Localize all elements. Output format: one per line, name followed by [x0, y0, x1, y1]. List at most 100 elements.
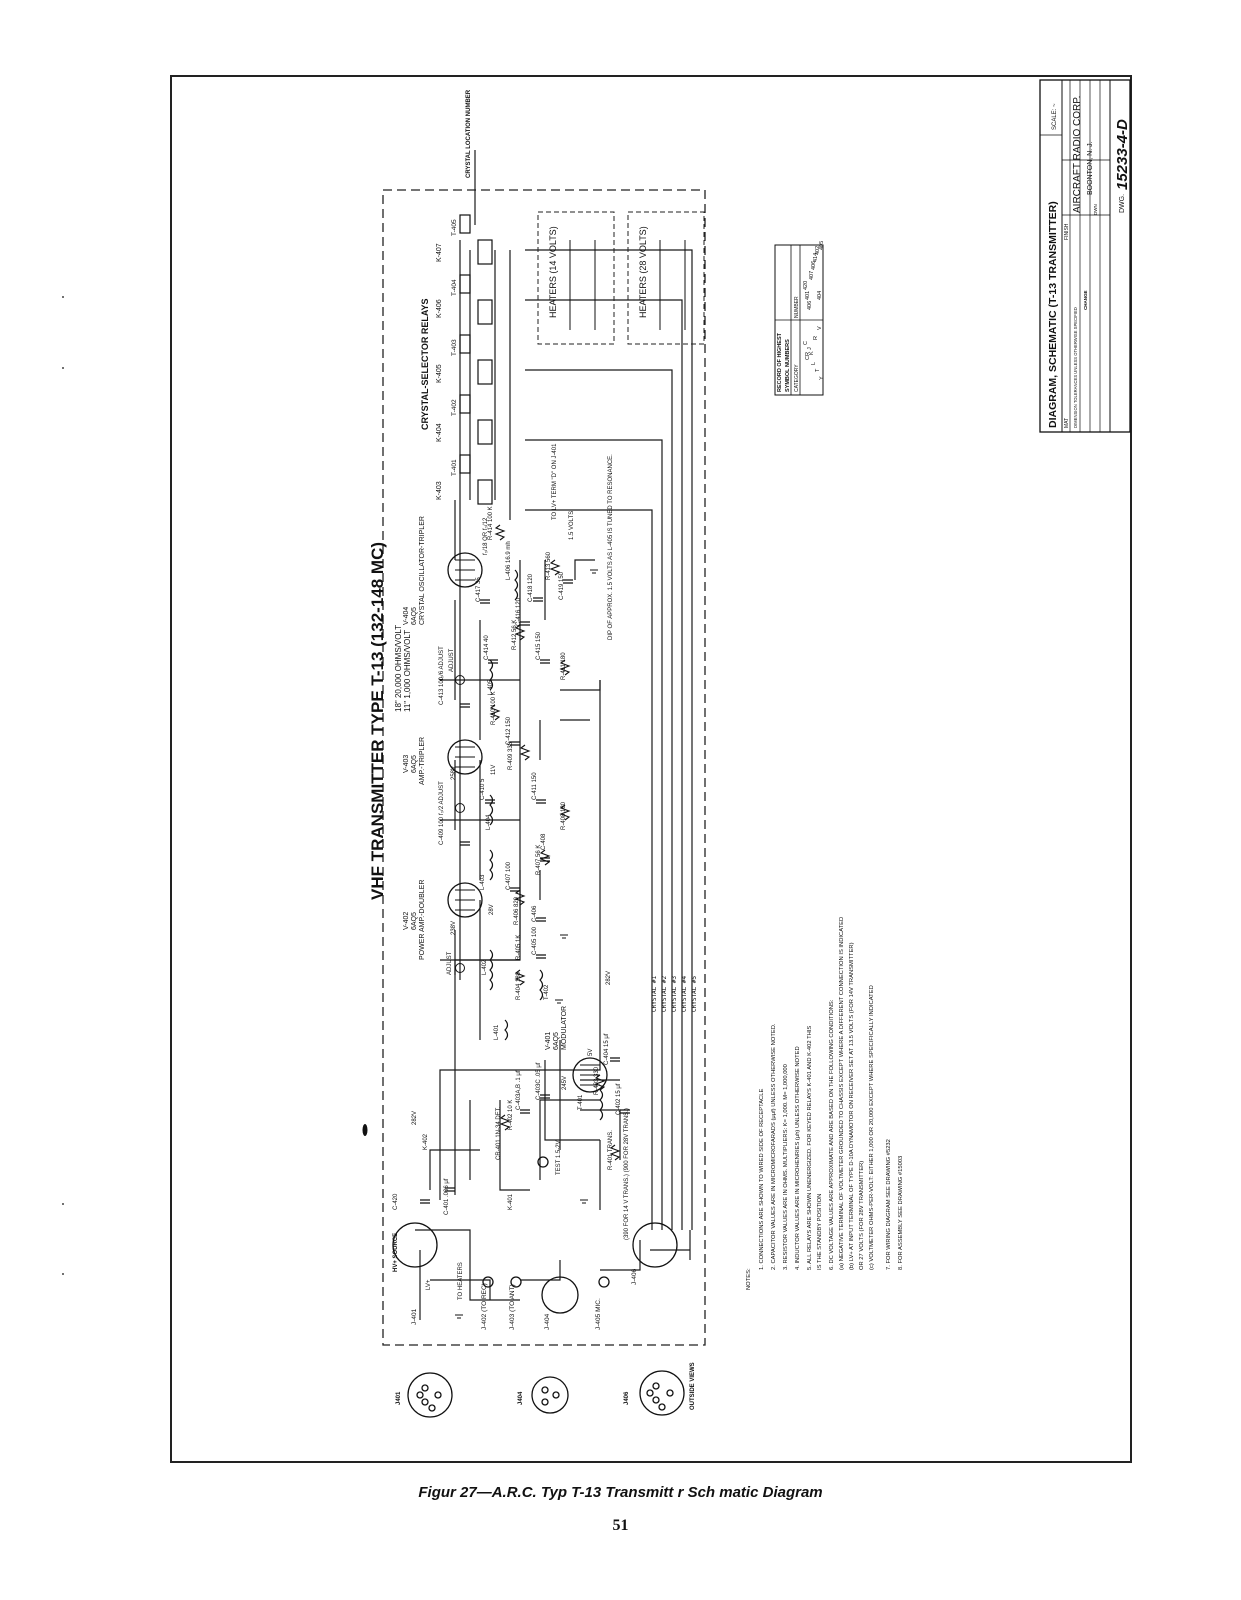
resistor-r408 [559, 804, 571, 821]
title-block-tolerance: DIMENSION TOLERANCES UNLESS OTHERWISE SP… [1073, 307, 1078, 428]
label-r408: R-408 180 [561, 801, 567, 830]
voltage-labels: 282V 238V 28V 258V 11V 282V 245V 5V [412, 765, 612, 1125]
adjust-label-0: ADJUST [447, 951, 453, 975]
label-t401: T-401 [578, 1094, 584, 1110]
relay-k405-coil [477, 359, 493, 385]
label-r412: R-412 56 K [512, 620, 518, 650]
tube-v401-label-2: 6AQ5 [553, 1032, 560, 1050]
figure-caption: Figur 27—A.R.C. Typ T-13 Transmitt r Sch… [418, 1484, 823, 1501]
connector-j401-symbol [392, 1222, 438, 1268]
label-c418: C-418 120 [528, 573, 534, 602]
label-c409: C-409 100 [439, 816, 445, 845]
label-r410: R-410 100 K [491, 691, 497, 725]
outside-view-j404-label: J404 [518, 1391, 524, 1405]
tube-v403-label-2: 6AQ5 [411, 755, 418, 773]
meter-note-2: 11" 1,000 OHMS/VOLT [403, 630, 412, 712]
resistor-r404 [514, 969, 526, 986]
tube-v403: V-403 6AQ5 AMP.-TRIPLER [403, 737, 483, 785]
title-block-scale: SCALE: ~ [1052, 103, 1058, 130]
record-num-6: 402 [815, 246, 821, 255]
label-l403: L-403 [480, 874, 486, 890]
coil-l403 [489, 849, 494, 881]
crystal-t403-label: T-403 [451, 339, 458, 356]
label-r401: R-401 TRANS. [608, 1130, 614, 1170]
record-table: RECORD OF HIGHEST SYMBOL NUMBERS CATEGOR… [774, 241, 825, 396]
ink-mark [362, 1124, 368, 1136]
label-r411: R-411 180 [561, 652, 567, 680]
coil-l405 [489, 659, 494, 691]
title-block-change: CHANGE [1083, 290, 1088, 310]
tube-v404-label-2: 6AQ5 [411, 607, 418, 625]
label-test: TEST 1.5-2V [556, 1140, 562, 1175]
adjust-knob-icon [455, 803, 465, 813]
label-r414: R-414 100 K [488, 506, 494, 540]
connector-symbols [392, 1156, 678, 1314]
resistor-r409 [519, 744, 531, 761]
page-number: 51 [612, 1517, 629, 1534]
label-c408: C-408 [541, 833, 547, 850]
tube-v404-grid [455, 559, 475, 581]
tube-v402-grid [455, 889, 475, 911]
title-block-title: DIAGRAM, SCHEMATIC (T-13 TRANSMITTER) [1047, 201, 1059, 428]
note-6b2: OR 27 VOLTS (FOR 28V TRANSMITTER) [859, 1161, 865, 1270]
connector-j404-label: J-404 [544, 1313, 551, 1330]
cap-c408 [540, 857, 550, 862]
note-6b: (b) LV+ AT INPUT TERMINAL OF TYPE D-10A … [849, 942, 855, 1270]
tube-v402-label-2: 6AQ5 [411, 912, 418, 930]
note-5b: IS THE STANDBY POSITION [817, 1194, 823, 1270]
tube-v403-label-3: AMP.-TRIPLER [419, 737, 426, 785]
record-cat-0: C [803, 341, 809, 345]
tube-v404-envelope [447, 552, 483, 588]
coil-l406 [514, 569, 519, 601]
hv-source-label: HV+ SOURCE [393, 1233, 399, 1272]
crystal-t405-label: T-405 [451, 219, 458, 236]
cap-c417 [480, 599, 490, 604]
cap-c403c [540, 1094, 550, 1099]
voltage-1: 238V [451, 921, 457, 935]
lv-label: LV+ [426, 1279, 432, 1290]
voltage-3: 258V [451, 766, 457, 780]
tube-v403-grid [455, 746, 475, 768]
note-6c: (c) VOLTMETER OHMS-PER-VOLT: EITHER 1,00… [869, 985, 875, 1270]
label-k401: K-401 [508, 1193, 514, 1210]
note-2: 2. CAPACITOR VALUES ARE IN MICROMICROFAR… [771, 1023, 777, 1270]
resistor-r401 [609, 1144, 621, 1161]
voltage-5: 282V [606, 971, 612, 985]
crystal-t401-symbol [459, 454, 471, 474]
crystal-line-4: CRYSTAL #4 [681, 975, 688, 1012]
crystal-t405-symbol [459, 214, 471, 234]
tube-v402-envelope [447, 882, 483, 918]
tube-v402: V-402 6AQ5 POWER AMP.-DOUBLER [403, 880, 483, 960]
relay-stack [459, 214, 493, 505]
resistor-r406 [514, 889, 526, 906]
general-notes: NOTES: 1. CONNECTIONS ARE SHOWN TO WIRED… [746, 917, 904, 1290]
tube-v403-envelope [447, 739, 483, 775]
label-l405: L-405 [488, 679, 494, 695]
adjust-label-3: f₀/2 ADJUST [439, 781, 445, 815]
cap-c410 [485, 799, 495, 804]
outside-views [407, 1370, 685, 1418]
record-cat-8: Y [819, 376, 825, 380]
label-c420: C-420 [393, 1193, 399, 1210]
record-header-1: RECORD OF HIGHEST [777, 332, 783, 392]
crystal-line-2: CRYSTAL #2 [661, 975, 668, 1012]
relay-k403-coil [477, 479, 493, 505]
crystal-t404-label: T-404 [451, 279, 458, 296]
cap-c413 [460, 703, 470, 708]
title-block-company: AIRCRAFT RADIO CORP. [1072, 96, 1083, 213]
label-r407: R-407 56 K [536, 845, 542, 875]
note-5: 5. ALL RELAYS ARE SHOWN UNENERGIZED. FOR… [807, 1026, 813, 1270]
voltage-2: 28V [489, 904, 495, 915]
connector-j405-symbol [598, 1276, 610, 1288]
notes-header: NOTES: [746, 1268, 752, 1290]
relay-k407-coil [477, 239, 493, 265]
component-labels: C-420 K-402 K-401 C-401 .006 μf L-401 L-… [393, 506, 630, 1240]
label-c404: C-404 15 μf [604, 1033, 610, 1065]
voltage-6: 245V [562, 1076, 568, 1090]
relay-k407-label: K-407 [436, 243, 443, 262]
record-num-5: 414 [813, 253, 819, 262]
cap-c420 [420, 1199, 430, 1204]
crystal-t402-symbol [459, 394, 471, 414]
note-4: 4. INDUCTOR VALUES ARE IN MICROHENRIES (… [795, 1046, 801, 1270]
